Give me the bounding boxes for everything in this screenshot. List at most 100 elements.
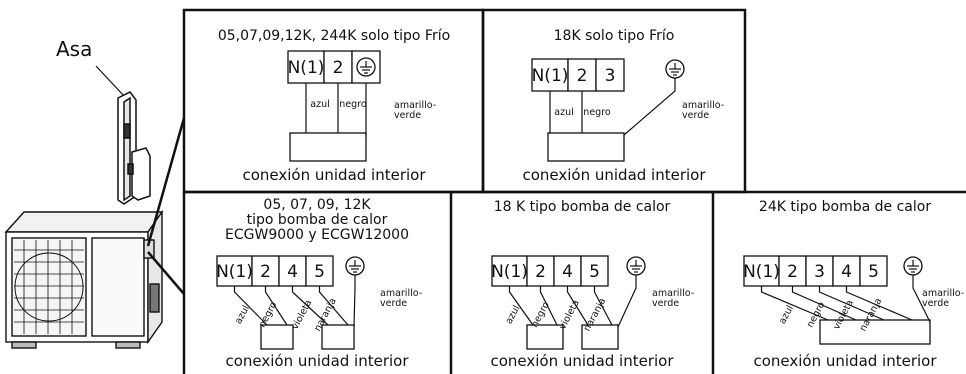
wire-ground: [353, 275, 356, 328]
terminal-cell: [595, 58, 625, 92]
terminal-label: N(1): [491, 262, 528, 282]
terminal-label: 2: [577, 66, 588, 86]
wire-violeta: [291, 286, 329, 326]
indoor-box: [819, 319, 931, 345]
panel-frames: [182, 8, 966, 374]
ground-wire-label: amarillo-: [652, 288, 694, 299]
indoor-box: [260, 324, 294, 350]
wire-ground: [623, 78, 676, 136]
terminal-label: 4: [562, 262, 573, 282]
unit-side-panel: [91, 237, 145, 337]
ground-wire-label: amarillo-: [380, 288, 422, 299]
handle-leader-line: [95, 65, 125, 97]
wire-naranja: [845, 286, 913, 321]
wire-violeta: [566, 286, 589, 326]
terminal-strip: N(1) 2: [287, 50, 381, 84]
indoor-box: [547, 132, 625, 162]
panel-title: 05, 07, 09, 12K: [263, 197, 371, 213]
terminal-label: 5: [868, 262, 879, 282]
wire-label: azul: [777, 304, 796, 326]
wire-azul: [233, 286, 268, 326]
ground-wire-label: amarillo-: [394, 100, 436, 111]
terminal-label: 2: [787, 262, 798, 282]
wire-label: violeta: [290, 298, 315, 332]
wire-ground: [912, 275, 931, 323]
unit-top: [4, 211, 164, 233]
indoor-connection-boxes: [289, 132, 367, 162]
wire-ground: [617, 275, 637, 328]
wire-negro: [539, 286, 558, 326]
terminal-label: 2: [260, 262, 271, 282]
terminal-label: 4: [841, 262, 852, 282]
unit-foot-right: [115, 341, 141, 349]
indoor-connection-boxes: [526, 324, 619, 350]
terminal-label: N(1): [532, 66, 569, 86]
panel-title: tipo bomba de calor: [247, 212, 388, 228]
indoor-box: [526, 324, 564, 350]
indoor-box: [289, 132, 367, 162]
ground-wire-label: verde: [380, 298, 407, 309]
ground-wire-label: verde: [682, 110, 709, 121]
panel-title: 24K tipo bomba de calor: [759, 199, 931, 215]
handle-slot-bottom: [127, 163, 134, 175]
terminal-label: 2: [535, 262, 546, 282]
panel-title: 18 K tipo bomba de calor: [494, 199, 671, 215]
ground-icon: [665, 59, 685, 79]
terminal-cell: [251, 255, 280, 287]
terminal-label: 2: [333, 58, 344, 78]
wire-label: violeta: [557, 298, 582, 332]
wire-label: negro: [583, 107, 611, 118]
terminal-label: N(1): [216, 262, 253, 282]
panel-title: ECGW9000 y ECGW12000: [225, 227, 409, 243]
wire-azul: [760, 286, 829, 321]
pointer-lines: [146, 117, 186, 295]
indoor-connection-label: conexión unidad interior: [490, 352, 674, 370]
terminal-label: 4: [287, 262, 298, 282]
indoor-connection-label: conexión unidad interior: [225, 352, 409, 370]
indoor-connection-label: conexión unidad interior: [242, 166, 426, 184]
ground-wire-label: amarillo-: [682, 100, 724, 111]
pointer-line-upper: [146, 117, 186, 247]
indoor-connection-label: conexión unidad interior: [753, 352, 937, 370]
terminal-label: 3: [605, 66, 616, 86]
ground-icon: [626, 256, 646, 276]
wire-label: azul: [554, 107, 573, 118]
terminal-label: N(1): [288, 58, 325, 78]
panel-title: 05,07,09,12K, 244K solo tipo Frío: [218, 28, 450, 44]
ground-icon: [356, 57, 376, 77]
ground-wire-label: verde: [652, 298, 679, 309]
unit-foot-left: [11, 341, 37, 349]
unit-valves: [149, 283, 160, 313]
indoor-connection-boxes: [260, 324, 355, 350]
handle-lower-bracket: [131, 147, 151, 201]
terminal-label: 3: [814, 262, 825, 282]
handle-slot-top: [123, 123, 131, 139]
indoor-connection-boxes: [547, 132, 625, 162]
wire-negro: [791, 286, 857, 321]
terminal-cell: [305, 255, 334, 287]
wire-label: negro: [339, 99, 367, 110]
terminal-label: N(1): [743, 262, 780, 282]
panel-title: 18K solo tipo Frío: [554, 28, 675, 44]
outdoor-unit-illustration: [4, 209, 164, 349]
terminal-label: 5: [314, 262, 325, 282]
ground-wire-label: amarillo-: [922, 288, 964, 299]
pointer-line-lower: [147, 251, 185, 295]
wire-naranja: [593, 286, 613, 326]
terminal-cell: [778, 255, 807, 287]
terminal-cell: [832, 255, 861, 287]
handle-illustration: Asa: [56, 37, 151, 205]
terminal-cell: [580, 255, 609, 287]
unit-fan: [14, 252, 84, 322]
wire-label: azul: [310, 99, 329, 110]
wire-violeta: [818, 286, 885, 321]
terminal-cell: [287, 50, 325, 84]
ground-icon: [345, 256, 365, 276]
